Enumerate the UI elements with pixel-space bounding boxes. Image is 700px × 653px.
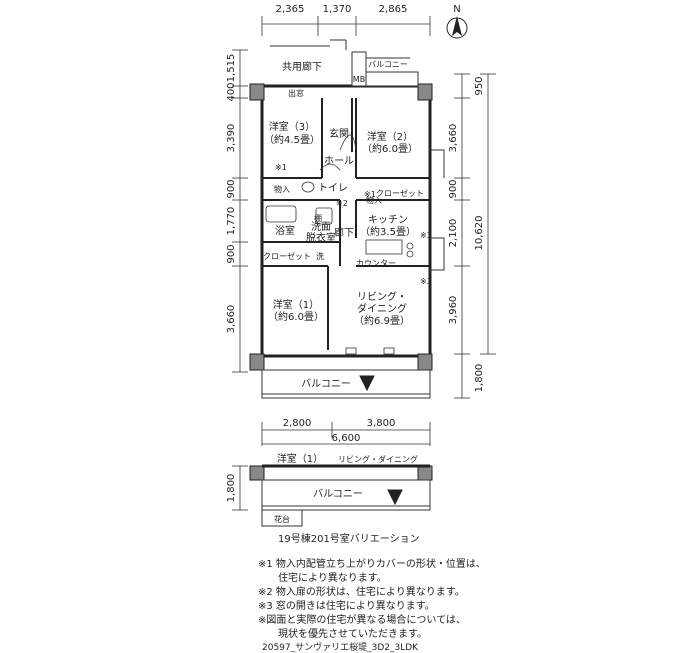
footer-code: 20597_サンヴァリエ桜堤_3D2_3LDK (262, 643, 419, 653)
dim-right-6: 3,960 (448, 296, 459, 325)
bottom-dimension-lines (261, 422, 431, 446)
closet-left-label: クローゼット (263, 251, 311, 261)
dim-right-1: 950 (474, 76, 485, 95)
variation-plan (232, 464, 433, 527)
dim-bottom-total: 6,600 (332, 433, 361, 444)
bottom-balcony-label: バルコニー (301, 378, 351, 390)
dim-right-5: 10,620 (474, 216, 485, 251)
note-line-6: 現状を優先させていただきます。 (278, 629, 427, 640)
variation-western-1-label: 洋室（1） (277, 452, 323, 465)
dim-left-5: 1,770 (226, 207, 237, 236)
down-triangle-icon (359, 375, 375, 392)
dim-right-4: 2,100 (448, 219, 459, 248)
dim-bottom-2: 3,800 (367, 418, 396, 429)
top-balcony-label: バルコニー (368, 60, 408, 69)
bottom-balcony (261, 369, 431, 399)
dim-left-6: 900 (226, 244, 237, 263)
dim-top-2: 1,370 (323, 4, 352, 15)
washroom-label-2: 脱衣室 (306, 231, 336, 244)
hall-label: ホール (324, 155, 354, 167)
dim-right-2: 3,660 (448, 124, 459, 153)
north-compass-icon: N (446, 4, 468, 39)
left-dimension-lines (232, 49, 248, 373)
bath-label: 浴室 (275, 224, 295, 237)
left-dimension-labels: 1,515 400 3,390 900 1,770 900 3,660 (226, 54, 237, 334)
note-mark-3a: ※3 (420, 231, 432, 240)
dim-right-3: 900 (448, 179, 459, 198)
storage-1-label: 物入 (274, 184, 290, 194)
variation-living-label: リビング・ダイニング (338, 454, 418, 464)
storage-2-label: 物入 (366, 195, 382, 205)
dim-left-2: 400 (226, 82, 237, 101)
living-label-1: リビング・ (357, 290, 407, 303)
planter-label: 花台 (274, 514, 290, 524)
exterior-walls (249, 83, 433, 371)
top-area-outlines (270, 39, 419, 87)
hallway-label: 廊下 (334, 226, 354, 239)
note-line-1: ※1 物入内配管立ち上がりカバーの形状・位置は、 (258, 559, 486, 570)
living-size: （約6.9畳） (354, 314, 410, 327)
north-label: N (453, 4, 460, 15)
variation-balcony-label: バルコニー (313, 488, 363, 500)
mb-label: MB (353, 75, 365, 84)
kitchen-size: （約3.5畳） (360, 225, 416, 238)
counter-label: カウンター (356, 259, 396, 268)
right-dimension-lines (454, 73, 496, 399)
note-mark-1: ※1 (275, 163, 287, 172)
shared-corridor-label: 共用廊下 (282, 60, 322, 73)
dim-left-3: 3,390 (226, 124, 237, 153)
fixtures (265, 134, 414, 355)
variation-down-triangle-icon (387, 489, 403, 506)
note-line-4: ※3 窓の開きは住宅により異なります。 (258, 601, 435, 612)
tana-label: 棚 (314, 213, 322, 223)
western-room-3-label: 洋室（3） (269, 120, 315, 133)
right-dimension-labels: 950 3,660 900 2,100 10,620 3,960 1,800 (448, 76, 485, 392)
variation-caption: 19号棟201号室バリエーション (278, 534, 420, 545)
dim-top-3: 2,865 (379, 4, 408, 15)
living-label-2: ダイニング (357, 302, 407, 315)
kitchen-label: キッチン (368, 214, 408, 226)
note-mark-2: ※2 (336, 199, 348, 208)
washer-label: 洗 (316, 251, 324, 261)
note-mark-3b: ※3 (420, 277, 432, 286)
washroom-label-1: 洗面 (311, 221, 331, 233)
western-room-2-label: 洋室（2） (367, 130, 413, 143)
right-window-lines (430, 149, 445, 271)
bay-window-label: 出窓 (288, 88, 304, 98)
note-line-2: 住宅により異なります。 (278, 573, 387, 584)
dim-left-lower: 1,800 (226, 474, 237, 503)
western-room-2-size: （約6.0畳） (362, 142, 418, 155)
interior-walls (262, 98, 430, 350)
toilet-label: トイレ (318, 183, 348, 194)
entrance-label: 玄関 (329, 127, 349, 140)
dim-bottom-1: 2,800 (283, 418, 312, 429)
closet-top-label: クローゼット (376, 188, 424, 198)
top-dimension-lines (261, 16, 431, 36)
western-room-3-size: （約4.5畳） (264, 133, 320, 146)
dim-right-7: 1,800 (474, 364, 485, 393)
western-room-1-label: 洋室（1） (273, 298, 319, 311)
dim-left-1: 1,515 (226, 54, 237, 83)
western-room-1-size: （約6.0畳） (268, 310, 324, 323)
dim-left-4: 900 (226, 179, 237, 198)
note-line-5: ※図面と実際の住宅が異なる場合については、 (258, 615, 466, 626)
dim-top-1: 2,365 (276, 4, 305, 15)
dim-left-7: 3,660 (226, 305, 237, 334)
note-mark-1b: ※1 (364, 190, 376, 199)
note-line-3: ※2 物入扉の形状は、住宅により異なります。 (258, 587, 465, 598)
